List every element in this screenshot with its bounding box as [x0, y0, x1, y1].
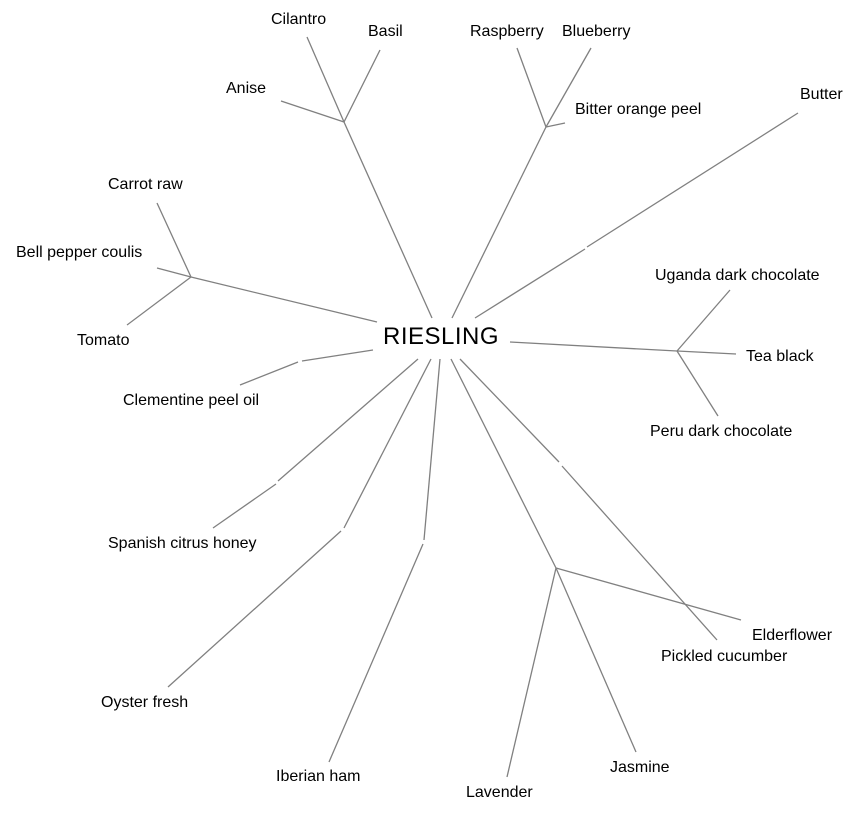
- edge-chocolate-to-uganda: [676, 289, 731, 352]
- edge-berries-to-bitter-orange-peel: [545, 122, 566, 128]
- edge-herbs-to-cilantro: [306, 36, 345, 123]
- edge-vegetables-to-carrot: [156, 202, 192, 278]
- leaf-basil: Basil: [368, 23, 403, 40]
- leaf-blueberry: Blueberry: [562, 23, 631, 40]
- leaf-anise: Anise: [226, 80, 267, 97]
- edge-root-to-honey-a: [277, 358, 419, 482]
- edge-vegetables-to-bell-pepper: [156, 267, 192, 278]
- edge-root-to-clementine-a: [301, 349, 374, 362]
- edge-berries-to-blueberry: [545, 47, 592, 128]
- leaf-spanish-citrus-honey: Spanish citrus honey: [108, 535, 257, 552]
- edge-root-to-ham-a: [423, 358, 441, 541]
- edge-vegetables-to-tomato: [126, 276, 192, 326]
- edge-chocolate-to-peru: [676, 350, 719, 417]
- edge-herbs-to-anise: [280, 100, 345, 123]
- leaf-raspberry: Raspberry: [470, 23, 544, 40]
- edge-chocolate-to-tea-black: [676, 350, 737, 355]
- edge-root-to-oyster-b: [167, 530, 342, 688]
- edge-root-to-butter-b: [586, 112, 799, 248]
- edge-root-to-cucumber-a: [459, 358, 560, 463]
- edge-root-to-vegetables: [190, 276, 378, 323]
- leaf-butter: Butter: [800, 86, 843, 103]
- leaf-iberian-ham: Iberian ham: [276, 768, 361, 785]
- edge-root-to-honey-b: [212, 483, 277, 529]
- edge-root-to-florals: [450, 358, 557, 569]
- edge-root-to-herbs: [343, 121, 433, 319]
- leaf-bell-pepper-coulis: Bell pepper coulis: [16, 244, 143, 261]
- root-node-riesling: RIESLING: [383, 323, 500, 350]
- edge-berries-to-raspberry: [516, 47, 547, 128]
- leaf-carrot-raw: Carrot raw: [108, 176, 183, 193]
- leaf-tomato: Tomato: [77, 332, 130, 349]
- edge-root-to-cucumber-b: [561, 465, 718, 641]
- leaf-tea-black: Tea black: [746, 348, 814, 365]
- leaf-lavender: Lavender: [466, 784, 533, 801]
- edge-herbs-to-basil: [343, 49, 381, 123]
- leaf-oyster-fresh: Oyster fresh: [101, 694, 189, 711]
- leaf-elderflower: Elderflower: [752, 627, 833, 644]
- edge-root-to-butter-a: [474, 248, 586, 319]
- leaf-clementine-peel-oil: Clementine peel oil: [123, 392, 260, 409]
- edge-root-to-berries: [451, 126, 547, 319]
- leaf-pickled-cucumber: Pickled cucumber: [661, 648, 788, 665]
- edge-florals-to-lavender: [506, 567, 557, 778]
- leaf-cilantro: Cilantro: [271, 11, 327, 28]
- leaf-uganda-dark-chocolate: Uganda dark chocolate: [655, 267, 820, 284]
- edge-root-to-ham-b: [328, 543, 424, 763]
- edge-florals-to-jasmine: [555, 567, 637, 753]
- edge-root-to-chocolate-tea: [509, 341, 678, 352]
- edge-root-to-clementine-b: [239, 361, 299, 386]
- edge-root-to-oyster-a: [343, 358, 432, 529]
- edge-florals-to-elderflower: [555, 567, 742, 621]
- leaf-peru-dark-chocolate: Peru dark chocolate: [650, 423, 793, 440]
- leaf-jasmine: Jasmine: [610, 759, 670, 776]
- leaf-bitter-orange-peel: Bitter orange peel: [575, 101, 702, 118]
